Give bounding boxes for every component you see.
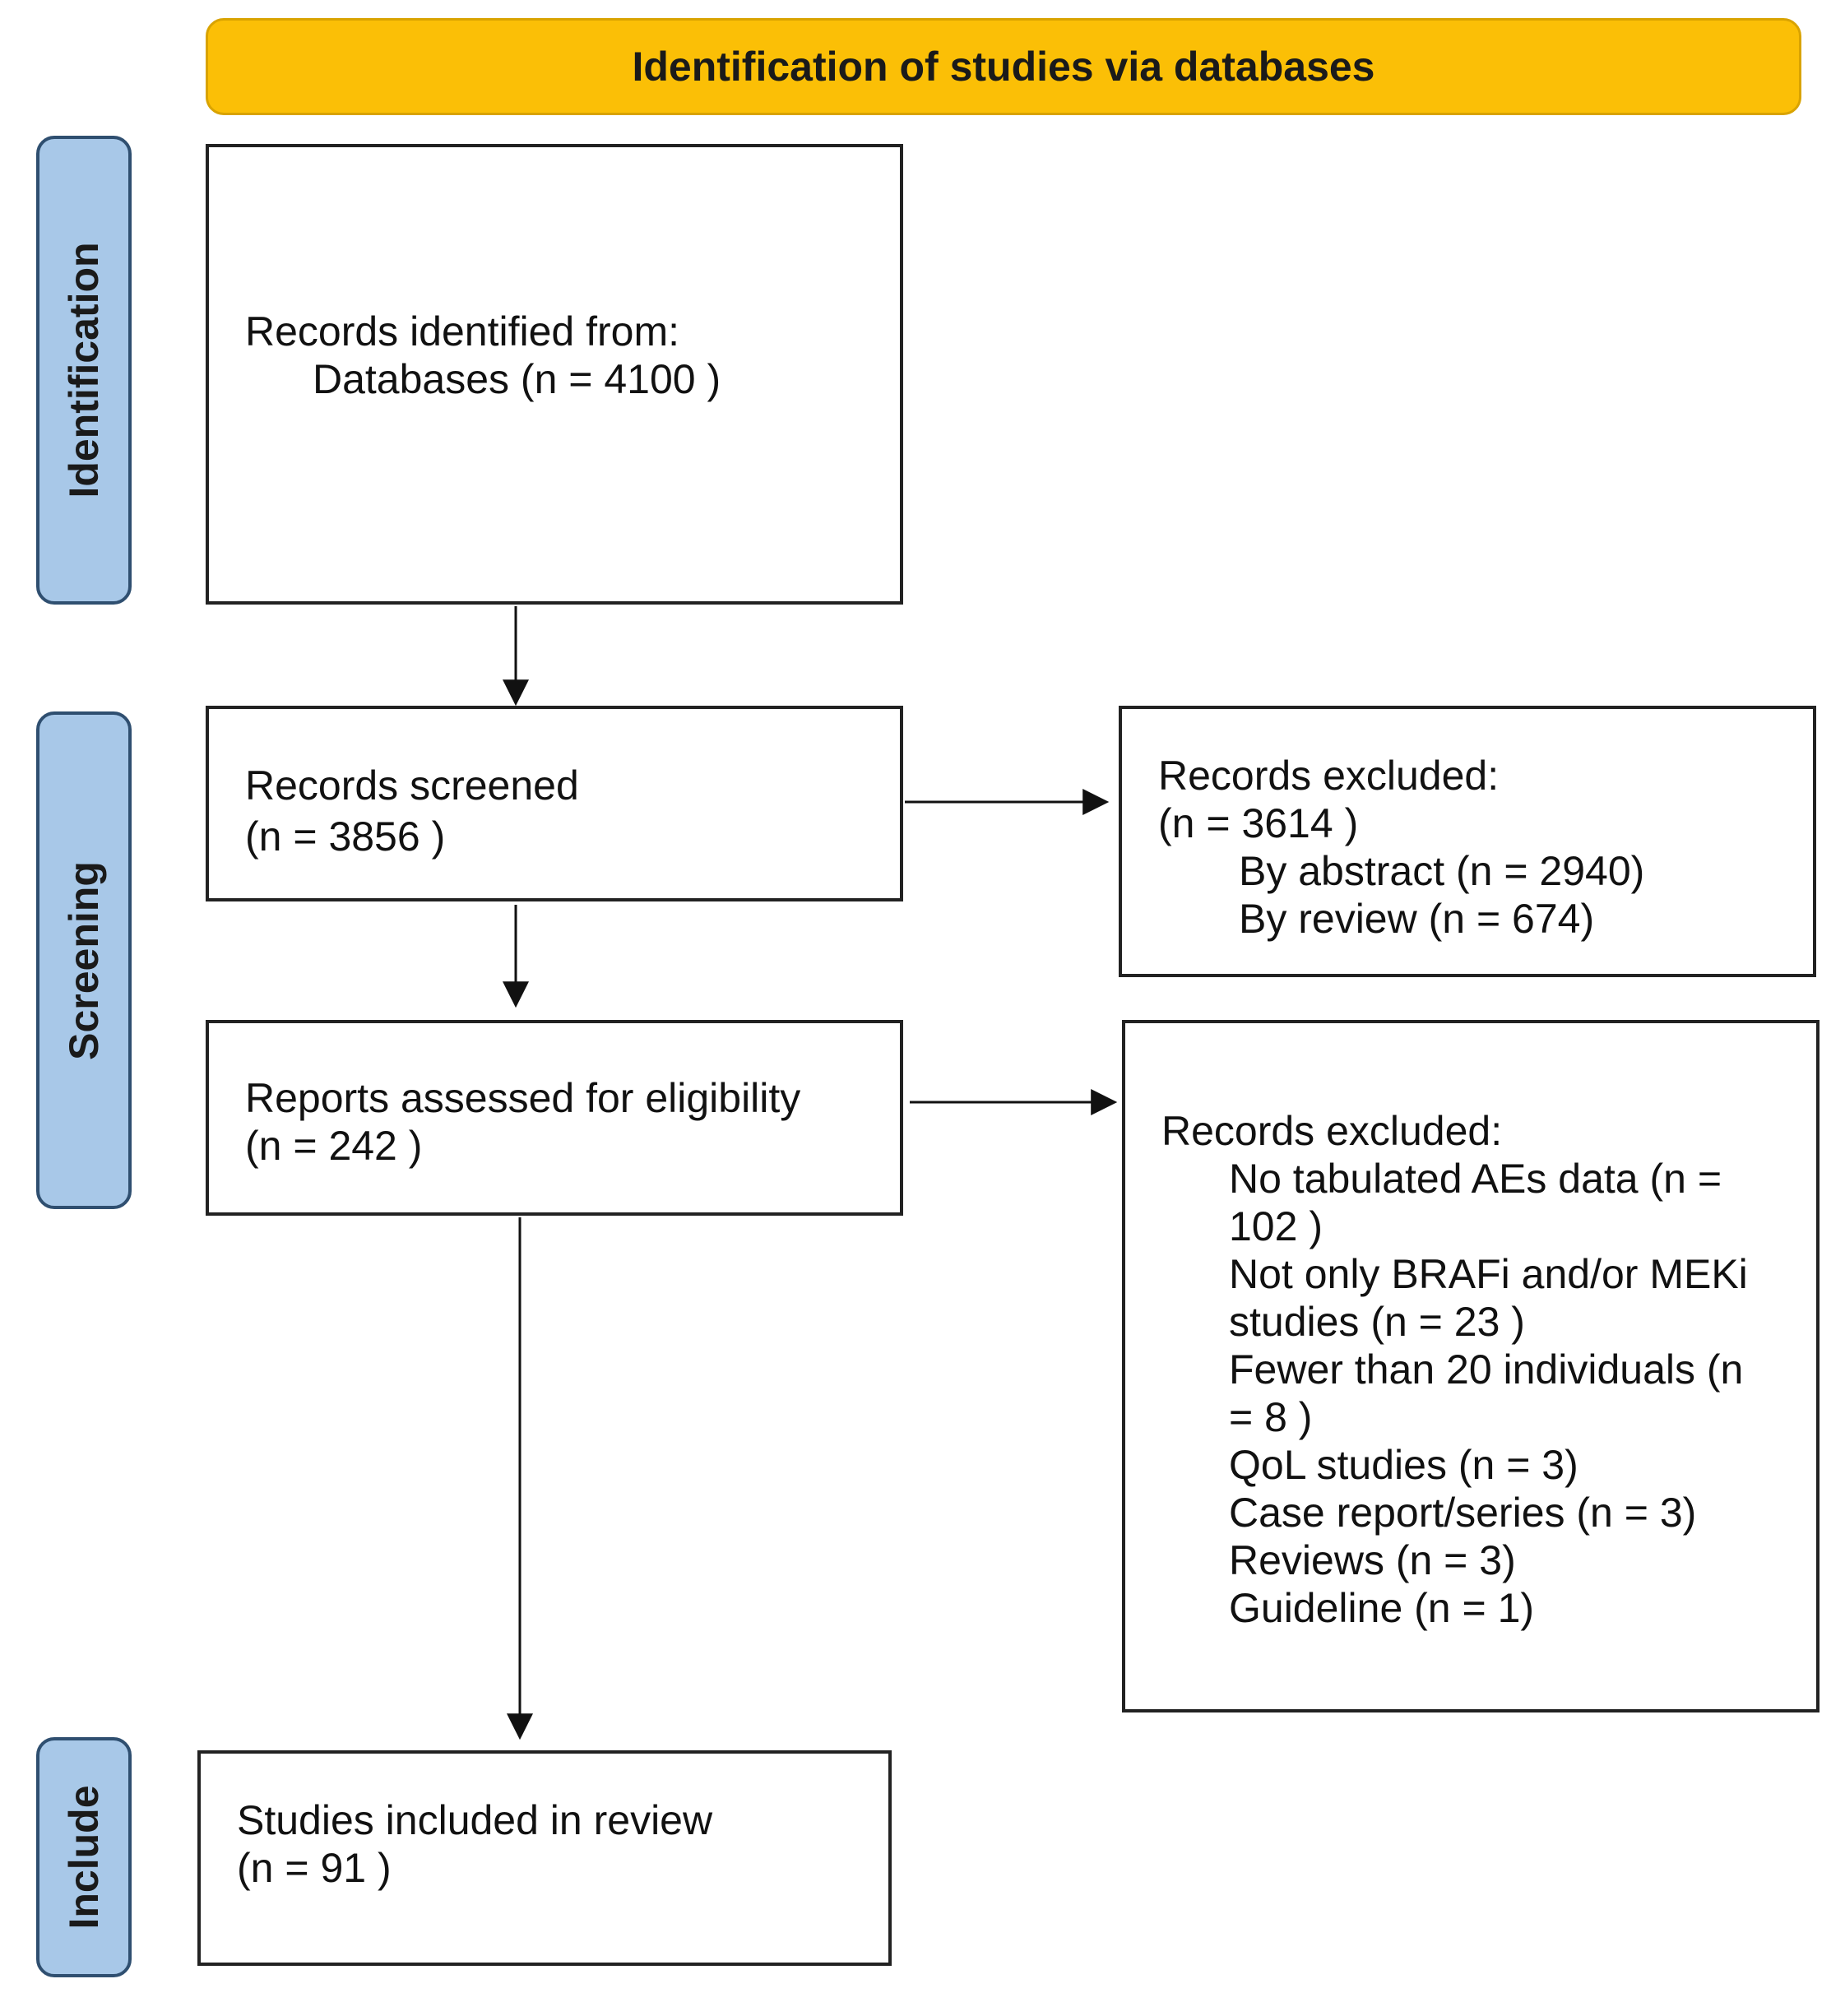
phase-identification: Identification	[36, 136, 132, 605]
records-screened-title: Records screened	[245, 762, 579, 809]
excluded-screening-count: (n = 3614 )	[1158, 800, 1359, 846]
studies-included-count: (n = 91 )	[237, 1845, 392, 1891]
exclusion-reason-line: studies (n = 23 )	[1229, 1299, 1525, 1345]
studies-included-title: Studies included in review	[237, 1797, 713, 1843]
excluded-by-review: By review (n = 674)	[1239, 896, 1595, 942]
records-screened-count: (n = 3856 )	[245, 813, 446, 860]
studies-included-box: Studies included in review (n = 91 )	[197, 1750, 892, 1966]
records-screened-box: Records screened (n = 3856 )	[206, 706, 903, 901]
records-excluded-eligibility-box: Records excluded: No tabulated AEs data …	[1122, 1020, 1820, 1712]
excluded-eligibility-title: Records excluded:	[1161, 1108, 1503, 1154]
reports-assessed-count: (n = 242 )	[245, 1123, 423, 1169]
phase-include: Include	[36, 1737, 132, 1977]
reports-assessed-box: Reports assessed for eligibility (n = 24…	[206, 1020, 903, 1216]
exclusion-reason-line: Not only BRAFi and/or MEKi	[1229, 1251, 1748, 1297]
exclusion-reason-line: Case report/series (n = 3)	[1229, 1490, 1697, 1536]
records-identified-box: Records identified from: Databases (n = …	[206, 144, 903, 605]
excluded-screening-title: Records excluded:	[1158, 753, 1500, 799]
excluded-by-abstract: By abstract (n = 2940)	[1239, 848, 1645, 894]
header-title: Identification of studies via databases	[632, 44, 1375, 90]
records-excluded-screening-box: Records excluded: (n = 3614 ) By abstrac…	[1119, 706, 1816, 977]
exclusion-reason-line: Fewer than 20 individuals (n	[1229, 1346, 1744, 1393]
phase-screening: Screening	[36, 711, 132, 1209]
reports-assessed-title: Reports assessed for eligibility	[245, 1075, 801, 1121]
exclusion-reason-line: Guideline (n = 1)	[1229, 1585, 1535, 1631]
records-identified-title: Records identified from:	[245, 308, 680, 355]
header-banner: Identification of studies via databases	[206, 18, 1801, 115]
exclusion-reason-line: QoL studies (n = 3)	[1229, 1442, 1578, 1488]
records-identified-count: Databases (n = 4100 )	[313, 356, 721, 402]
exclusion-reason-line: No tabulated AEs data (n =	[1229, 1156, 1722, 1202]
exclusion-reason-line: Reviews (n = 3)	[1229, 1537, 1516, 1583]
exclusion-reason-line: = 8 )	[1229, 1394, 1313, 1440]
exclusion-reason-line: 102 )	[1229, 1203, 1323, 1249]
